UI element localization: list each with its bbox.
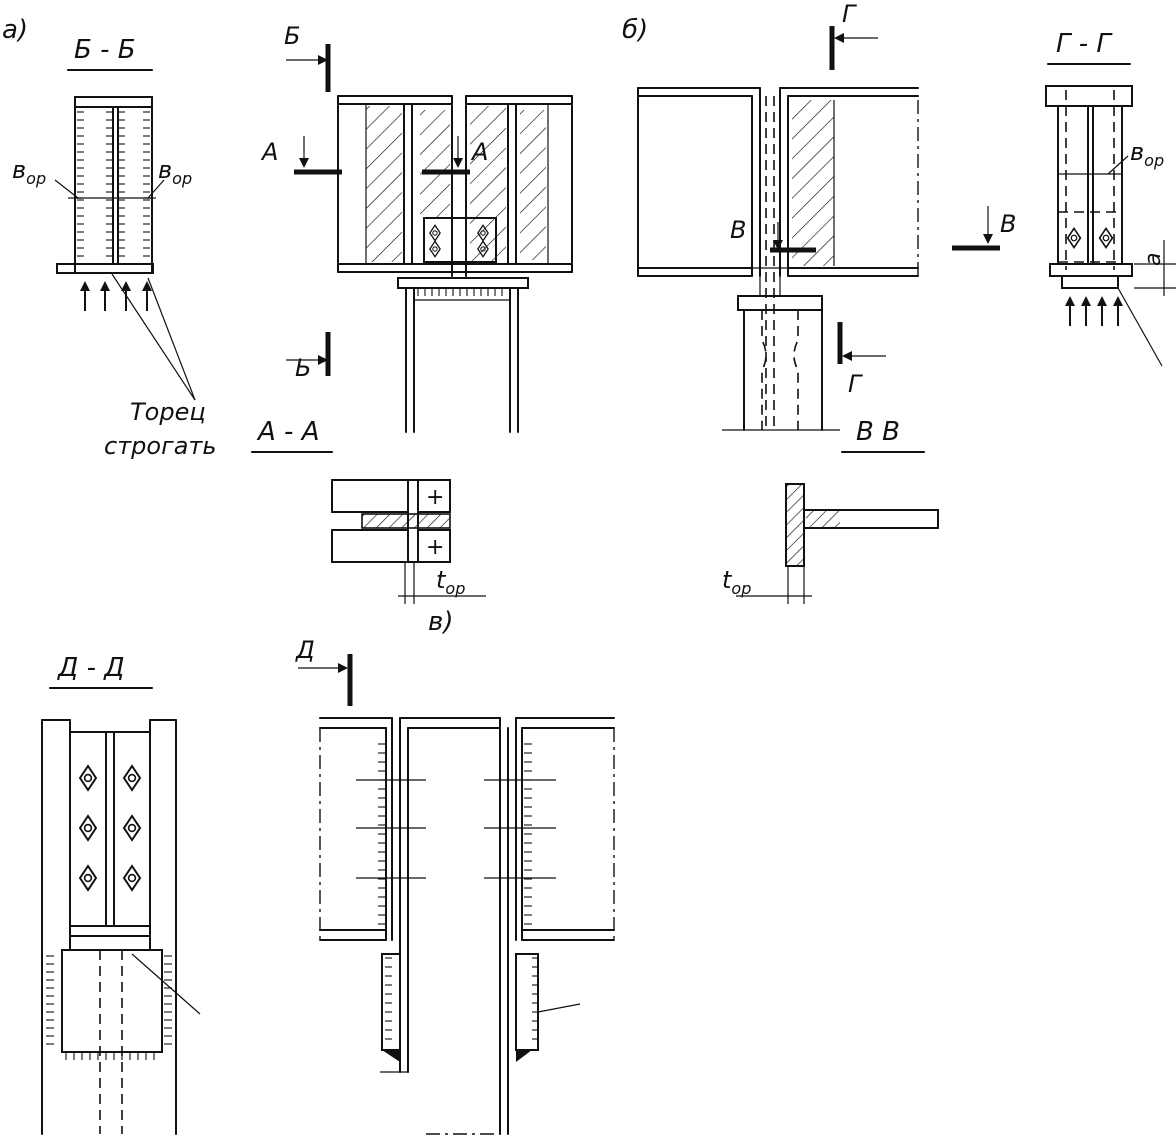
cut-v-right-label: В	[1000, 210, 1016, 238]
plus-sign-bottom: +	[426, 535, 444, 560]
section-aa: А - А + + tор	[251, 417, 486, 604]
elevation-a: Б Ь А А	[260, 22, 573, 433]
section-vv: В В tор	[722, 417, 939, 604]
elevation-v: Д	[295, 636, 615, 1135]
plus-sign-top: +	[426, 485, 444, 510]
a-dim-label: а	[1141, 253, 1166, 266]
weld-ticks-bb	[77, 111, 150, 257]
top-label-aa: tор	[436, 566, 465, 598]
note-planing-1: Торец	[130, 398, 206, 426]
panel-a: а) Б - Б вор вор	[2, 15, 573, 604]
panel-b-label: б)	[622, 15, 648, 45]
panel-b: б) Г	[622, 0, 1176, 604]
note-planing-2: строгать	[104, 432, 217, 460]
section-gg: Г - Г вор а	[1045, 29, 1176, 367]
bop-label-right: вор	[158, 156, 192, 188]
bop-label-left: вор	[12, 156, 46, 188]
panel-v: в) Д - Д	[41, 607, 615, 1135]
cut-a-left-label: А	[260, 138, 278, 166]
cut-g-bottom-label: Г	[848, 370, 863, 398]
cut-b-lower-label: Ь	[295, 354, 311, 382]
section-vv-title: В В	[856, 417, 900, 447]
section-dd-title: Д - Д	[57, 653, 125, 683]
bop-label-gg: вор	[1130, 138, 1164, 170]
top-label-vv: tор	[722, 566, 751, 598]
elevation-b: Г В	[637, 0, 1016, 431]
cut-v-left-label: В	[730, 216, 746, 244]
section-dd: Д - Д	[41, 653, 201, 1135]
cut-d-label: Д	[295, 636, 315, 664]
section-bb: Б - Б вор вор Торец	[12, 35, 217, 460]
section-bb-title: Б - Б	[74, 35, 136, 65]
section-gg-title: Г - Г	[1056, 29, 1113, 59]
section-aa-title: А - А	[256, 417, 319, 447]
panel-a-label: а)	[2, 15, 28, 45]
cut-b-label: Б	[284, 22, 300, 50]
panel-v-label: в)	[428, 607, 453, 637]
cut-g-top-label: Г	[842, 0, 857, 28]
